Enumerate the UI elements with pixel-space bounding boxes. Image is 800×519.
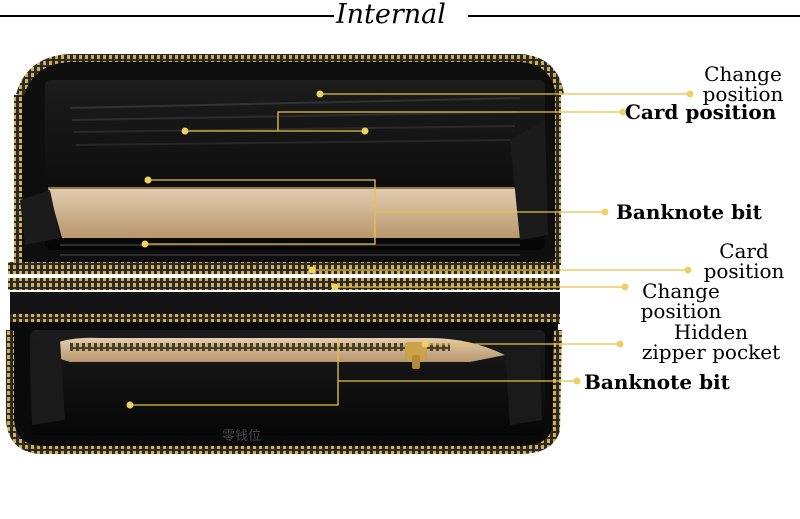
- title-rule-left: [0, 15, 334, 17]
- lower-compartment: [6, 322, 562, 454]
- title-rule-right: [468, 15, 800, 17]
- label-change-position-2-line2: position: [640, 299, 722, 323]
- label-card-position-1: Card position: [625, 100, 777, 124]
- label-change-position-1-line2: position: [702, 82, 784, 106]
- middle-zipper-band: [8, 262, 560, 324]
- watermark-caption: 零钱位: [222, 429, 262, 444]
- label-change-position-1: Change position: [686, 64, 800, 104]
- label-hidden-zipper-pocket: Hidden zipper pocket: [622, 322, 800, 362]
- label-banknote-bit-2: Banknote bit: [584, 370, 730, 394]
- annotation-leaders: [130, 93, 690, 406]
- leader-card-position-1: [185, 111, 623, 132]
- label-banknote-bit-1: Banknote bit: [616, 200, 762, 224]
- label-card-position-2: Card position: [688, 241, 800, 281]
- label-card-position-2-line2: position: [703, 259, 785, 283]
- label-change-position-1-line1: Change: [704, 62, 782, 86]
- label-hidden-zipper-pocket-line1: Hidden: [673, 320, 749, 344]
- upper-compartment: [14, 54, 564, 265]
- leader-banknote-bit-2: [130, 338, 339, 406]
- label-change-position-2-line1: Change: [642, 279, 720, 303]
- page-title: Internal: [336, 0, 446, 30]
- annotation-dots: [126, 90, 694, 409]
- label-change-position-2: Change position: [622, 281, 740, 321]
- label-card-position-2-line1: Card: [719, 239, 769, 263]
- label-hidden-zipper-pocket-line2: zipper pocket: [641, 340, 781, 364]
